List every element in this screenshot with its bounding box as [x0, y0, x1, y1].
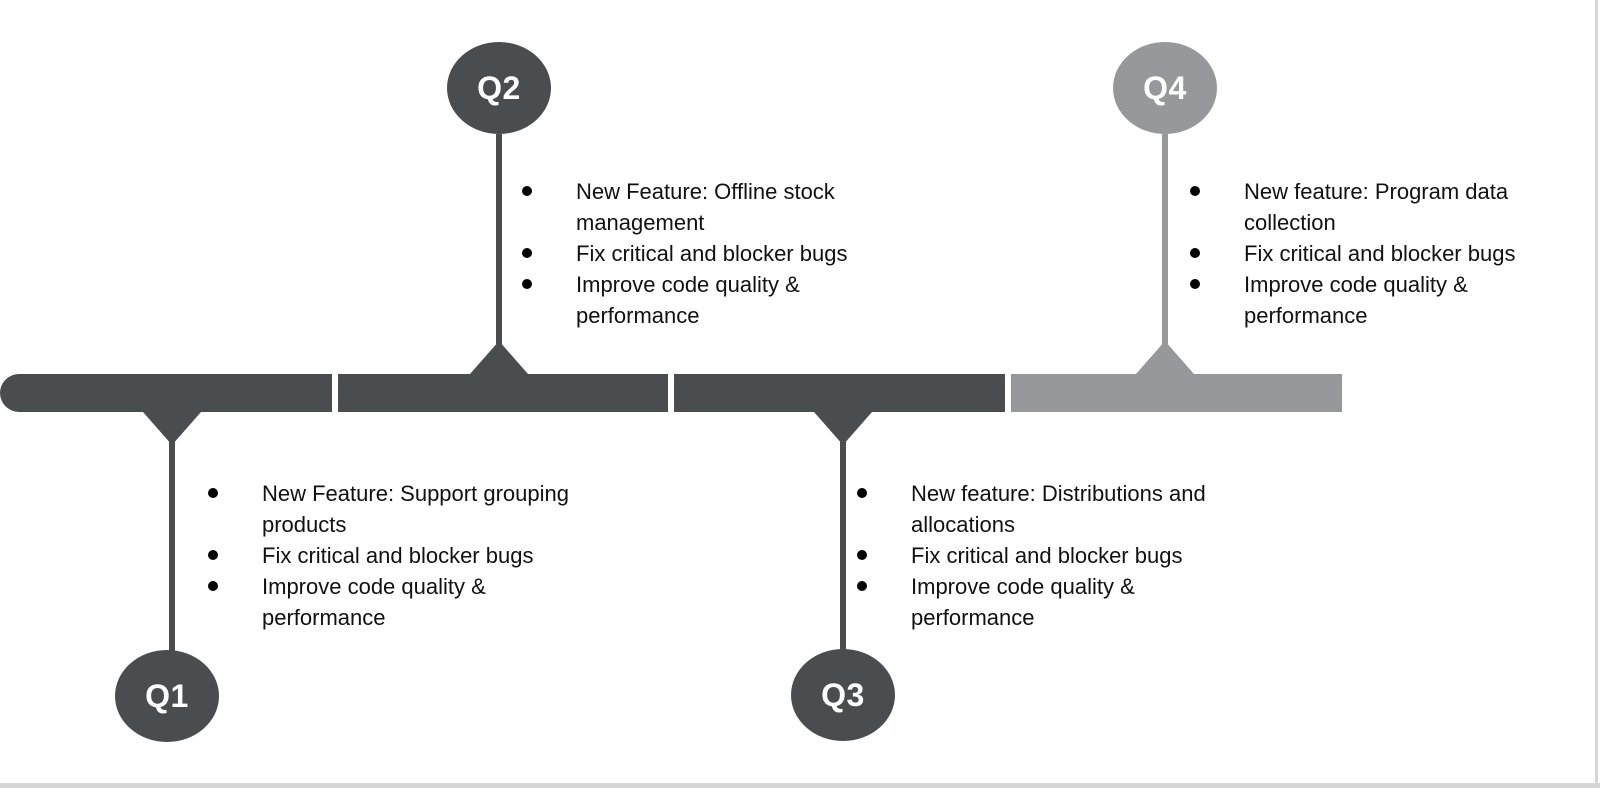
bullet-icon: [1190, 186, 1200, 196]
q1-label: Q1: [145, 677, 189, 714]
list-item-text: Fix critical and blocker bugs: [1244, 241, 1516, 266]
q2-marker-triangle-icon: [470, 341, 528, 374]
list-item: Improve code quality & performance: [1190, 269, 1590, 331]
bullet-icon: [1190, 248, 1200, 258]
list-item: Fix critical and blocker bugs: [1190, 238, 1590, 269]
list-item-text: Fix critical and blocker bugs: [576, 241, 848, 266]
list-item-text: Improve code quality & performance: [1244, 272, 1468, 328]
q1-bullet-list: New Feature: Support grouping products F…: [208, 478, 608, 633]
q3-bullet-list: New feature: Distributions and allocatio…: [857, 478, 1257, 633]
bullet-icon: [208, 488, 218, 498]
q2-milestone-circle: Q2: [447, 42, 551, 134]
timeline-segment-q1: [0, 374, 332, 412]
timeline-segment-q2: [338, 374, 668, 412]
q4-connector-line: [1162, 134, 1168, 344]
list-item: New Feature: Support grouping products: [208, 478, 608, 540]
list-item-text: Improve code quality & performance: [911, 574, 1135, 630]
bullet-icon: [522, 279, 532, 289]
q4-bullet-list: New feature: Program data collection Fix…: [1190, 176, 1590, 331]
bullet-icon: [1190, 279, 1200, 289]
bullet-icon: [522, 186, 532, 196]
q2-label: Q2: [477, 69, 521, 106]
list-item-text: Improve code quality & performance: [262, 574, 486, 630]
list-item-text: Fix critical and blocker bugs: [911, 543, 1183, 568]
q1-connector-line: [169, 438, 175, 654]
list-item: Improve code quality & performance: [857, 571, 1257, 633]
bullet-icon: [857, 581, 867, 591]
list-item: Fix critical and blocker bugs: [522, 238, 922, 269]
q3-connector-line: [840, 438, 846, 652]
canvas-bottom-edge: [0, 783, 1600, 788]
list-item-text: New feature: Program data collection: [1244, 179, 1509, 235]
q3-milestone-circle: Q3: [791, 649, 895, 741]
list-item: New Feature: Offline stock management: [522, 176, 922, 238]
q4-label: Q4: [1143, 69, 1187, 106]
list-item: New feature: Distributions and allocatio…: [857, 478, 1257, 540]
q1-milestone-circle: Q1: [115, 650, 219, 742]
list-item-text: New feature: Distributions and allocatio…: [911, 481, 1206, 537]
bullet-icon: [208, 581, 218, 591]
list-item-text: New Feature: Support grouping products: [262, 481, 569, 537]
list-item-text: Fix critical and blocker bugs: [262, 543, 534, 568]
q2-connector-line: [496, 134, 502, 344]
canvas-right-edge: [1595, 0, 1598, 788]
timeline-segment-q4: [1011, 374, 1342, 412]
list-item-text: New Feature: Offline stock management: [576, 179, 835, 235]
list-item: New feature: Program data collection: [1190, 176, 1590, 238]
q4-milestone-circle: Q4: [1113, 42, 1217, 134]
q2-bullet-list: New Feature: Offline stock management Fi…: [522, 176, 922, 331]
timeline-segment-q3: [674, 374, 1005, 412]
bullet-icon: [857, 488, 867, 498]
q3-label: Q3: [821, 676, 865, 713]
list-item: Improve code quality & performance: [522, 269, 922, 331]
q4-marker-triangle-icon: [1136, 341, 1194, 374]
bullet-icon: [857, 550, 867, 560]
bullet-icon: [522, 248, 532, 258]
list-item: Improve code quality & performance: [208, 571, 608, 633]
bullet-icon: [208, 550, 218, 560]
list-item: Fix critical and blocker bugs: [208, 540, 608, 571]
list-item-text: Improve code quality & performance: [576, 272, 800, 328]
list-item: Fix critical and blocker bugs: [857, 540, 1257, 571]
